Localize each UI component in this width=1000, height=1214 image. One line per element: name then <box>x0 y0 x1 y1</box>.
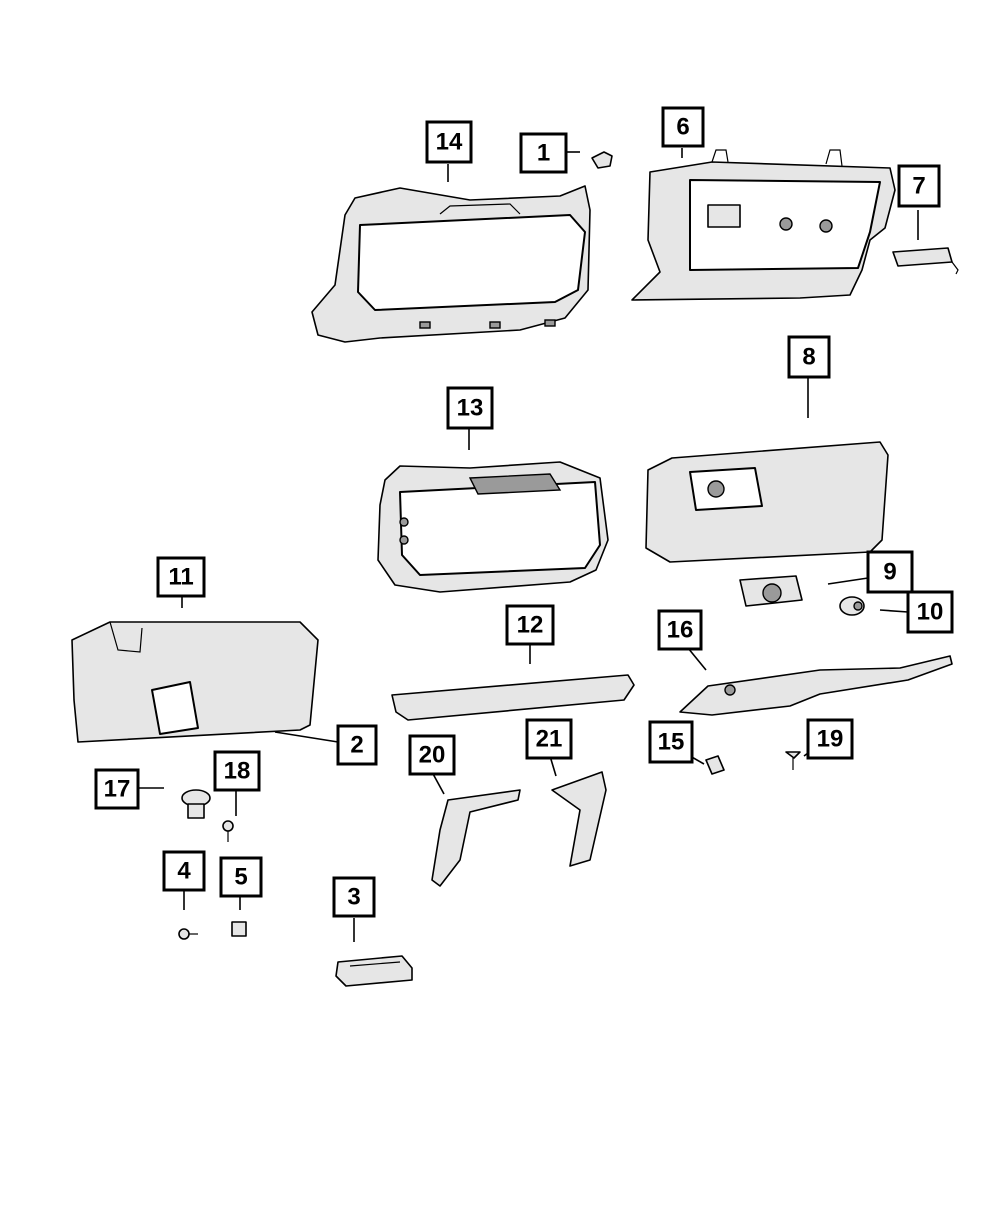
part-5-nut-clip <box>231 921 247 937</box>
callout-9-label: 9 <box>883 559 896 586</box>
part-21-right-bracket <box>551 771 607 867</box>
part-15-clip <box>705 755 725 775</box>
leader-lines <box>138 148 919 942</box>
callout-4: 4 <box>162 850 206 892</box>
leader-20 <box>431 771 445 795</box>
callout-10: 10 <box>906 590 954 634</box>
part-6-glove-box-housing <box>631 149 896 301</box>
callout-20: 20 <box>408 734 456 776</box>
part-7-bracket <box>892 247 959 275</box>
callout-3-label: 3 <box>347 884 360 911</box>
callout-10-label: 10 <box>917 599 944 626</box>
part-8-glove-box-door <box>645 441 889 563</box>
callout-3: 3 <box>332 876 376 918</box>
callout-7-label: 7 <box>912 173 925 200</box>
callout-19: 19 <box>806 718 854 760</box>
part-12-trim-strip <box>391 674 635 721</box>
callout-15-label: 15 <box>658 729 685 756</box>
callout-1-label: 1 <box>537 140 550 167</box>
callout-14: 14 <box>425 120 473 164</box>
callout-11-label: 11 <box>168 564 193 591</box>
part-9-latch <box>739 575 803 607</box>
callout-1: 1 <box>519 132 568 174</box>
callout-8: 8 <box>787 335 831 379</box>
leader-10 <box>879 609 909 613</box>
callout-21-label: 21 <box>536 726 563 753</box>
part-10-lock-cylinder <box>839 596 865 616</box>
callout-19-label: 19 <box>817 726 844 753</box>
callout-6: 6 <box>661 106 705 148</box>
callout-8-label: 8 <box>802 344 815 371</box>
callout-4-label: 4 <box>177 858 191 885</box>
callout-16-label: 16 <box>667 617 694 644</box>
callout-18: 18 <box>213 750 261 792</box>
callout-12: 12 <box>505 604 555 646</box>
callout-20-label: 20 <box>419 742 446 769</box>
callout-21: 21 <box>525 718 573 760</box>
part-18-screw <box>222 820 234 842</box>
callout-2-label: 2 <box>350 732 363 759</box>
callout-17-label: 17 <box>104 776 131 803</box>
callout-16: 16 <box>657 609 703 651</box>
callout-5-label: 5 <box>234 864 247 891</box>
part-11-knee-panel <box>71 621 319 743</box>
callout-9: 9 <box>866 550 914 594</box>
part-16-lower-panel <box>679 655 953 716</box>
leader-2 <box>274 731 339 743</box>
callout-5: 5 <box>219 856 263 898</box>
part-3-module <box>335 955 413 987</box>
callout-12-label: 12 <box>517 612 544 639</box>
part-19-push-pin <box>785 751 801 770</box>
callout-2: 2 <box>336 724 378 766</box>
callout-6-label: 6 <box>676 114 689 141</box>
part-4-bolt <box>178 928 198 940</box>
callout-17: 17 <box>94 768 140 810</box>
part-20-left-bracket <box>431 789 521 887</box>
callout-13: 13 <box>446 386 494 430</box>
part-1-clip <box>591 151 613 169</box>
callout-11: 11 <box>156 556 206 598</box>
callout-14-label: 14 <box>436 129 463 156</box>
callout-7: 7 <box>897 164 941 208</box>
leader-9 <box>827 577 869 585</box>
part-14-glove-box-frame <box>311 185 591 343</box>
leader-16 <box>687 647 707 671</box>
part-17-fastener <box>181 789 211 819</box>
part-13-glove-box-bin <box>377 461 609 593</box>
callout-18-label: 18 <box>224 758 251 785</box>
callout-15: 15 <box>648 720 694 764</box>
callout-13-label: 13 <box>457 395 484 422</box>
